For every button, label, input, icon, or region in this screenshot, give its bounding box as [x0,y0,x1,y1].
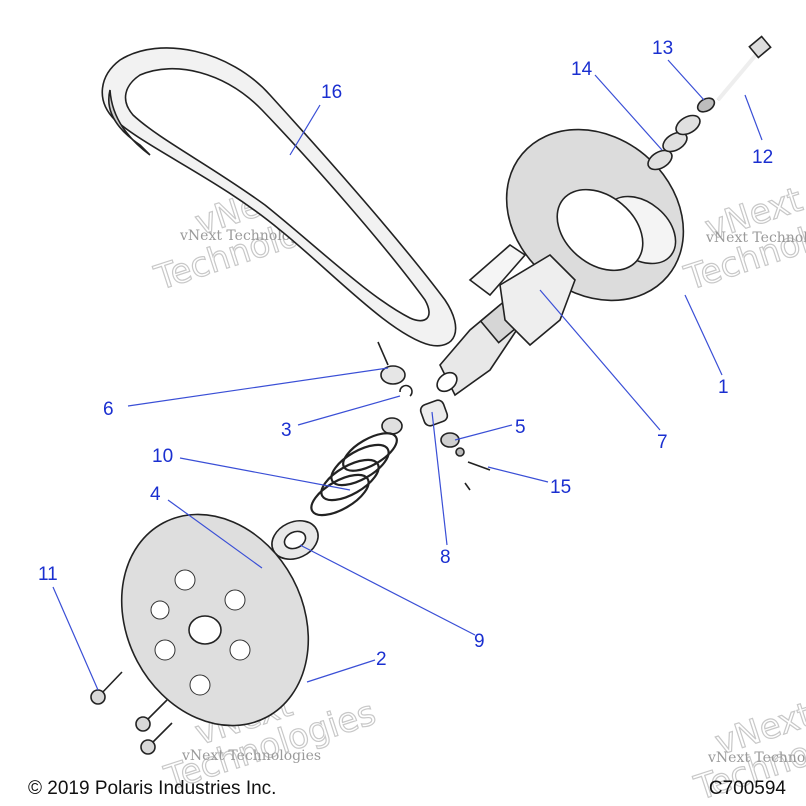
callout-4: 4 [150,484,161,505]
callout-15: 15 [550,477,571,498]
sheave-bolts [90,671,173,755]
hub-assembly [436,243,576,397]
watermark-text: vNext Technologies [707,750,806,766]
figure-code: C700594 [708,778,786,799]
copyright-text: © 2019 Polaris Industries Inc. [28,778,277,799]
retaining-clip [399,384,413,397]
callout-11: 11 [38,564,58,585]
callout-10: 10 [152,446,173,467]
callouts: 16 14 13 12 1 7 6 3 5 15 10 8 4 9 11 2 [38,38,773,670]
watermark-text: vNext Technologies [705,230,806,246]
callout-16: 16 [321,82,342,103]
spring [310,432,398,517]
fixed-sheave [505,128,685,302]
callout-7: 7 [657,432,668,453]
callout-5: 5 [515,417,526,438]
callout-13: 13 [652,38,673,59]
watermark-text: vNext Technologies [181,748,321,764]
callout-12: 12 [752,147,773,168]
long-bolt [716,35,772,102]
small-parts [381,399,491,491]
drive-belt [101,47,457,347]
leader-lines [52,59,763,691]
callout-9: 9 [474,631,485,652]
callout-2: 2 [376,649,387,670]
washers [647,97,716,171]
pin-roller [377,341,406,385]
callout-6: 6 [103,399,114,420]
callout-8: 8 [440,547,451,568]
callout-14: 14 [571,59,593,80]
callout-3: 3 [281,420,292,441]
spring-cup [271,519,319,561]
callout-1: 1 [718,377,729,398]
